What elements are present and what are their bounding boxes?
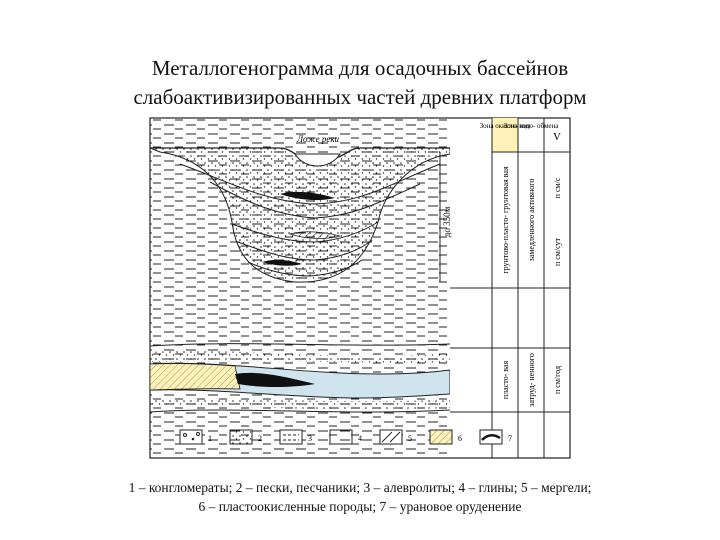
upper-velocity-slow: п см/сут <box>553 237 562 266</box>
riverbed-label: Ложе реки <box>296 134 340 144</box>
caption-line-2: 6 – пластоокисленные породы; 7 – ураново… <box>198 499 522 514</box>
legend-item-marl: 5 <box>379 429 412 445</box>
oxidation-header-bg <box>492 118 518 152</box>
upper-velocity-fast: п см/с <box>553 177 562 198</box>
title-line-2: слабоактивизированных частей древних пла… <box>133 85 587 109</box>
zone-table: Зона окисле- ния Зона водо- обмена V гру… <box>450 118 570 458</box>
title-line-1: Металлогенограмма для осадочных бассейно… <box>151 56 569 80</box>
legend-label-1: 1 <box>208 434 212 443</box>
upper-oxidation-type: грунтово-пласто- грунтовая вая <box>501 166 510 274</box>
legend-caption: 1 – конгломераты; 2 – пески, песчаники; … <box>0 478 720 516</box>
lower-exchange-type: затруд- ненного <box>527 353 536 407</box>
legend-item-oxidized-rocks: 6 <box>429 429 462 445</box>
legend-label-3: 3 <box>308 434 312 443</box>
header-water-exchange-zone: Зона водо- обмена <box>504 122 560 130</box>
caption-line-1: 1 – конгломераты; 2 – пески, песчаники; … <box>128 480 592 495</box>
metallogenogram-figure: Ложе реки до 350м Зона окисле- ния Зона … <box>140 112 580 462</box>
geologic-section <box>150 118 450 458</box>
lower-oxidation-type: пласто- вая <box>501 361 510 400</box>
legend-item-siltstone: 3 <box>279 429 312 445</box>
legend-label-2: 2 <box>258 434 262 443</box>
legend-item-sand: 2 <box>229 429 262 445</box>
legend-label-7: 7 <box>508 434 512 443</box>
legend-label-6: 6 <box>458 434 462 443</box>
legend: 1 2 3 4 5 6 <box>179 429 512 445</box>
header-velocity: V <box>553 131 561 143</box>
diagram-title: Металлогенограмма для осадочных бассейно… <box>0 54 720 112</box>
metallogenogram-svg: Ложе реки до 350м Зона окисле- ния Зона … <box>149 117 571 459</box>
lower-velocity: п см/год <box>553 366 562 394</box>
legend-label-4: 4 <box>358 434 362 443</box>
upper-exchange-type: замедленного активного <box>527 179 536 262</box>
depth-label: до 350м <box>442 206 452 237</box>
legend-item-conglomerate: 1 <box>179 429 212 445</box>
legend-label-5: 5 <box>408 434 412 443</box>
header-oxidation-zone: Зона окисле- ния <box>480 122 532 130</box>
legend-item-uranium-ore: 7 <box>479 429 512 445</box>
legend-item-clay: 4 <box>329 429 362 445</box>
